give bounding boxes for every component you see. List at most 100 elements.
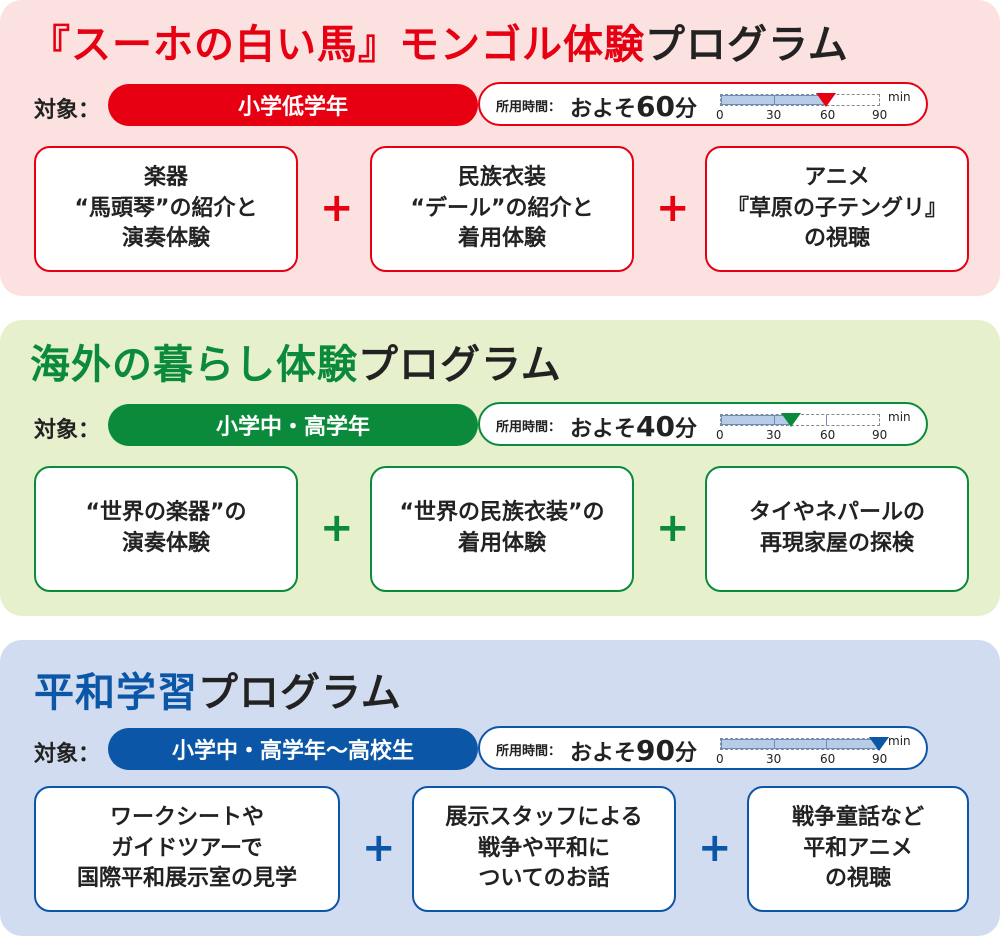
- time-value: およそ40分: [570, 410, 697, 443]
- card-line: ワークシートや: [109, 804, 264, 830]
- time-label: 所用時間：: [496, 100, 562, 115]
- program-panel-overseas: 海外の暮らし体験プログラム 対象： 小学中・高学年 所用時間： およそ40分 0…: [0, 320, 1000, 616]
- card-line: 戦争や平和に: [477, 835, 610, 861]
- card-line: “馬頭琴”の紹介と: [74, 195, 258, 221]
- activity-card: “世界の民族衣装”の着用体験: [370, 466, 634, 592]
- activity-card: 民族衣装 “デール”の紹介と着用体験: [370, 146, 634, 272]
- gauge-tick: [773, 415, 775, 425]
- card-line: ガイドツアーで: [111, 835, 263, 861]
- card-line: アニメ: [804, 164, 870, 190]
- time-prefix: およそ: [570, 97, 637, 122]
- program-title-main: 平和学習: [34, 670, 198, 716]
- program-title: 海外の暮らし体験プログラム: [30, 332, 562, 390]
- time-prefix: およそ: [570, 741, 637, 766]
- card-line: 民族衣装: [457, 164, 546, 190]
- plus-icon: +: [320, 505, 354, 551]
- card-line: 再現家屋の探検: [759, 531, 914, 556]
- gauge-unit: min: [888, 90, 911, 104]
- time-unit: 分: [674, 97, 697, 122]
- card-line: 演奏体験: [121, 531, 210, 556]
- gauge-scale: 0 30 60 90: [716, 752, 896, 766]
- target-label: 対象：: [34, 98, 101, 123]
- gauge-scale-label: 90: [872, 108, 888, 122]
- card-line: 着用体験: [457, 226, 546, 252]
- gauge-scale-label: 30: [766, 428, 782, 442]
- gauge-scale-label: 60: [820, 428, 836, 442]
- activity-card: ワークシートやガイドツアーで国際平和展示室の見学: [34, 786, 340, 912]
- time-gauge-marker-icon: [781, 413, 802, 427]
- gauge-scale-label: 0: [716, 752, 724, 766]
- gauge-scale-label: 0: [716, 108, 724, 122]
- time-number: 90: [636, 734, 675, 767]
- time-label: 所用時間：: [496, 744, 562, 759]
- gauge-scale-label: 0: [716, 428, 724, 442]
- card-line: ついてのお話: [478, 866, 610, 892]
- program-title: 『スーホの白い馬』モンゴル体験プログラム: [30, 12, 849, 70]
- card-line: 展示スタッフによる: [445, 804, 643, 830]
- plus-icon: +: [698, 825, 732, 871]
- time-unit: 分: [674, 741, 697, 766]
- gauge-unit: min: [888, 410, 911, 424]
- program-title-main: 『スーホの白い馬』モンゴル体験: [30, 22, 645, 68]
- time-gauge-fill: [721, 739, 879, 749]
- target-badge: 小学中・高学年〜高校生: [108, 728, 478, 770]
- card-line: “世界の民族衣装”の: [399, 500, 605, 526]
- gauge-scale-label: 90: [872, 428, 888, 442]
- activity-card: 展示スタッフによる戦争や平和についてのお話: [412, 786, 676, 912]
- target-label: 対象：: [34, 742, 101, 767]
- activity-card: 楽器 “馬頭琴”の紹介と演奏体験: [34, 146, 298, 272]
- card-line: 演奏体験: [121, 226, 210, 252]
- card-line: の視聴: [824, 866, 891, 892]
- plus-icon: +: [656, 185, 690, 231]
- gauge-tick: [826, 415, 828, 425]
- program-panel-peace: 平和学習プログラム 対象： 小学中・高学年〜高校生 所用時間： およそ90分 0…: [0, 640, 1000, 936]
- gauge-scale-label: 30: [766, 108, 782, 122]
- plus-icon: +: [656, 505, 690, 551]
- time-value: およそ90分: [570, 734, 697, 767]
- card-line: 国際平和展示室の見学: [76, 866, 297, 892]
- gauge-tick: [773, 95, 775, 105]
- time-unit: 分: [674, 417, 697, 442]
- time-number: 40: [636, 410, 675, 443]
- time-info-box: 所用時間： およそ60分 0 30 60 90 min: [478, 82, 928, 126]
- card-line: 平和アニメ: [803, 835, 913, 861]
- time-prefix: およそ: [570, 417, 637, 442]
- target-label: 対象：: [34, 418, 101, 443]
- plus-icon: +: [362, 825, 396, 871]
- time-gauge-marker-icon: [816, 93, 837, 107]
- activity-card: 戦争童話など平和アニメの視聴: [747, 786, 969, 912]
- activity-card: アニメ『草原の子テングリ』の視聴: [705, 146, 969, 272]
- time-gauge: [720, 413, 880, 427]
- target-badge: 小学中・高学年: [108, 404, 478, 446]
- gauge-tick: [773, 739, 775, 749]
- program-panel-mongol: 『スーホの白い馬』モンゴル体験プログラム 対象： 小学低学年 所用時間： およそ…: [0, 0, 1000, 296]
- gauge-scale: 0 30 60 90: [716, 428, 896, 442]
- activity-card: “世界の楽器”の演奏体験: [34, 466, 298, 592]
- gauge-scale: 0 30 60 90: [716, 108, 896, 122]
- program-title: 平和学習プログラム: [34, 660, 402, 718]
- program-title-main: 海外の暮らし体験: [30, 342, 358, 388]
- time-value: およそ60分: [570, 90, 697, 123]
- gauge-unit: min: [888, 734, 911, 748]
- card-line: 楽器: [143, 164, 188, 190]
- time-label: 所用時間：: [496, 420, 562, 435]
- gauge-tick: [826, 739, 828, 749]
- card-line: タイやネパールの: [748, 500, 925, 526]
- card-line: 戦争童話など: [791, 804, 924, 830]
- time-info-box: 所用時間： およそ90分 0 30 60 90 min: [478, 726, 928, 770]
- plus-icon: +: [320, 185, 354, 231]
- time-info-box: 所用時間： およそ40分 0 30 60 90 min: [478, 402, 928, 446]
- program-title-suffix: プログラム: [358, 342, 562, 388]
- card-line: “世界の楽器”の: [85, 500, 247, 526]
- card-line: 着用体験: [457, 531, 546, 556]
- time-gauge-marker-icon: [869, 737, 889, 751]
- gauge-scale-label: 30: [766, 752, 782, 766]
- activity-card: タイやネパールの再現家屋の探検: [705, 466, 969, 592]
- gauge-scale-label: 60: [820, 108, 836, 122]
- target-badge: 小学低学年: [108, 84, 478, 126]
- time-gauge: [720, 93, 880, 107]
- card-line: “デール”の紹介と: [410, 195, 594, 221]
- program-title-suffix: プログラム: [645, 22, 849, 68]
- gauge-scale-label: 60: [820, 752, 836, 766]
- gauge-scale-label: 90: [872, 752, 888, 766]
